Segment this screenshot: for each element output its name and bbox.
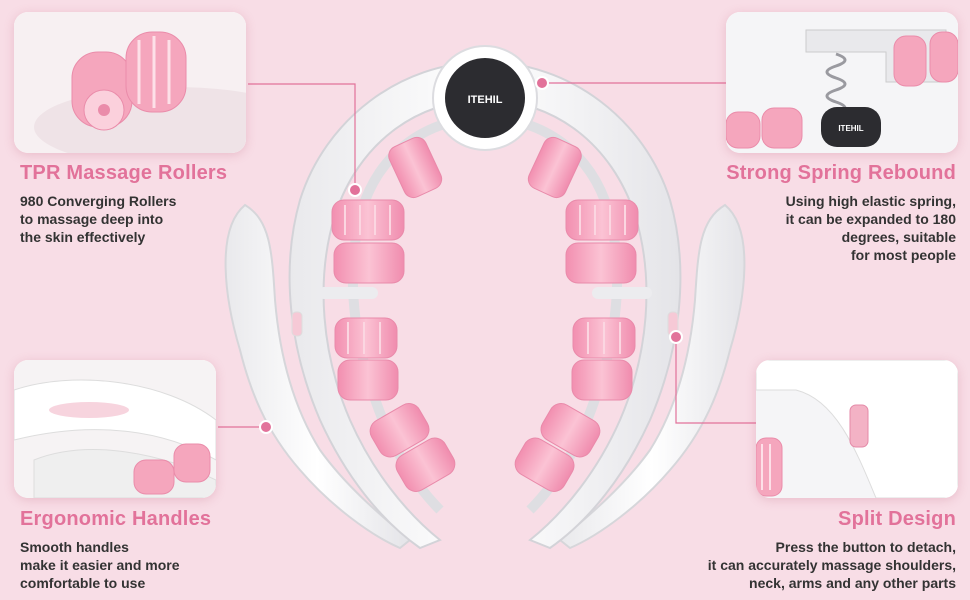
split-design-description: Press the button to detach, it can accur…	[708, 538, 956, 592]
brand-logo: ITEHIL	[468, 94, 503, 106]
spring-rebound-image: ITEHIL	[726, 12, 958, 153]
spring-rebound-title: Strong Spring Rebound	[726, 162, 956, 184]
description-line: 980 Converging Rollers	[20, 193, 177, 209]
description-line: degrees, suitable	[841, 229, 956, 245]
description-line: it can accurately massage shoulders,	[707, 557, 956, 573]
ergonomic-handles-image	[14, 360, 216, 498]
description-line: Smooth handles	[20, 539, 129, 555]
tpr-rollers-image	[14, 12, 246, 153]
tpr-rollers-description: 980 Converging Rollers to massage deep i…	[20, 192, 176, 246]
description-line: the skin effectively	[20, 229, 146, 245]
tpr-rollers-title: TPR Massage Rollers	[20, 162, 228, 184]
ergonomic-handles-description: Smooth handles make it easier and more c…	[20, 538, 180, 592]
svg-text:ITEHIL: ITEHIL	[838, 124, 863, 133]
description-line: comfortable to use	[20, 575, 146, 591]
description-line: Using high elastic spring,	[785, 193, 956, 209]
description-line: make it easier and more	[20, 557, 180, 573]
description-line: to massage deep into	[20, 211, 164, 227]
ergonomic-handles-title: Ergonomic Handles	[20, 508, 212, 530]
description-line: neck, arms and any other parts	[749, 575, 956, 591]
description-line: it can be expanded to 180	[785, 211, 956, 227]
spring-rebound-description: Using high elastic spring, it can be exp…	[786, 192, 956, 264]
description-line: Press the button to detach,	[775, 539, 956, 555]
description-line: for most people	[850, 247, 956, 263]
split-design-image	[756, 360, 958, 498]
split-design-title: Split Design	[838, 508, 956, 530]
